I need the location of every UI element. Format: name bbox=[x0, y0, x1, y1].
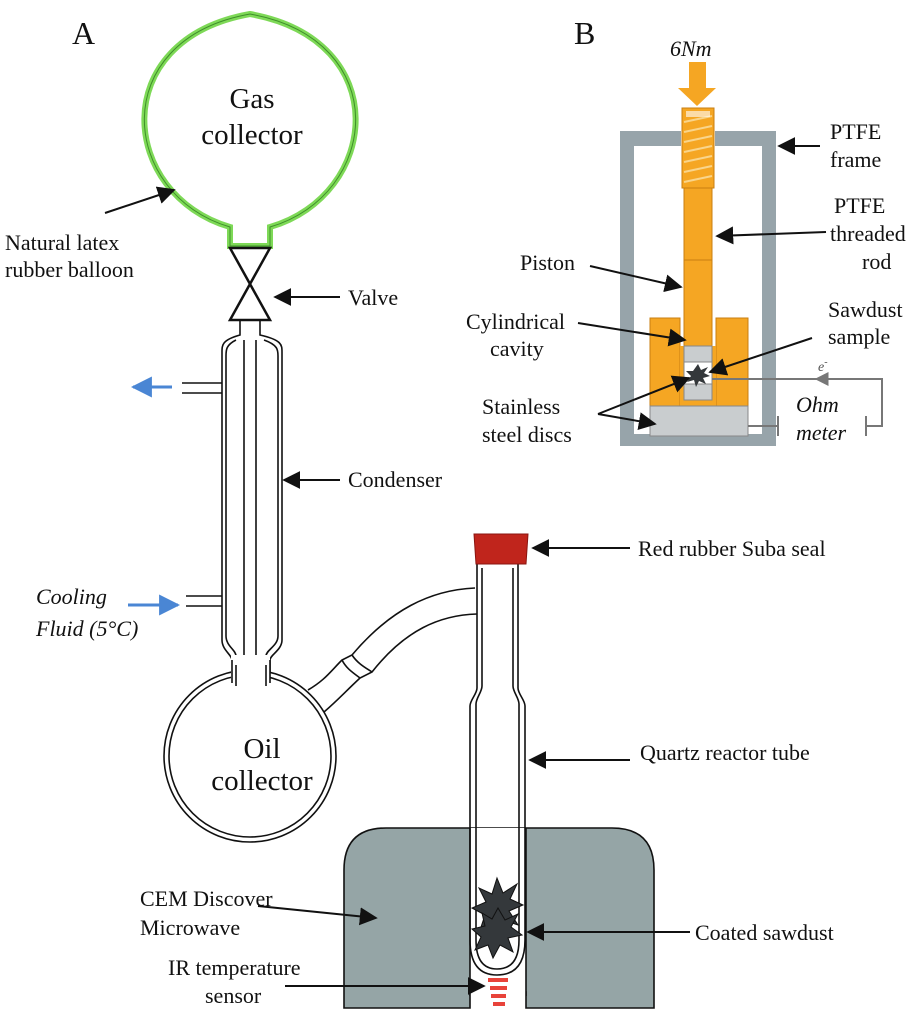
cavity-label-2: cavity bbox=[490, 336, 544, 361]
condenser bbox=[182, 320, 283, 680]
ohm-meter-circuit bbox=[712, 372, 883, 436]
gas-collector-label-1: Gas bbox=[229, 83, 274, 115]
ir-sensor bbox=[488, 978, 508, 1006]
torque-arrow bbox=[678, 62, 716, 106]
suba-seal bbox=[473, 533, 529, 565]
piston-arrow bbox=[589, 265, 683, 293]
coated-sawdust-label: Coated sawdust bbox=[695, 920, 834, 945]
ir-sensor-label-2: sensor bbox=[205, 983, 262, 1008]
cavity-arrow bbox=[577, 322, 687, 347]
microwave-label-2: Microwave bbox=[140, 915, 240, 940]
electron-label: e- bbox=[818, 357, 828, 375]
oil-collector-flask bbox=[163, 655, 337, 843]
sample-label-2: sample bbox=[828, 324, 890, 349]
suba-seal-label: Red rubber Suba seal bbox=[638, 536, 826, 561]
quartz-reactor-tube bbox=[469, 564, 526, 976]
frame-label-1: PTFE bbox=[830, 119, 881, 144]
cooling-fluid-label-1: Cooling bbox=[36, 584, 107, 609]
microwave-arrow bbox=[257, 905, 378, 926]
balloon-arrow bbox=[104, 186, 176, 214]
discs-arrow-lower bbox=[597, 412, 657, 431]
ptfe-threaded-rod bbox=[681, 107, 715, 261]
cooling-fluid-label-2: Fluid (5°C) bbox=[35, 616, 138, 641]
microwave-label-1: CEM Discover bbox=[140, 886, 273, 911]
ohm-meter-label-2: meter bbox=[796, 420, 847, 445]
cavity-label-1: Cylindrical bbox=[466, 309, 565, 334]
balloon-label-1: Natural latex bbox=[5, 230, 119, 255]
discs-label-1: Stainless bbox=[482, 394, 560, 419]
oil-collector-label-1: Oil bbox=[243, 733, 280, 765]
balloon bbox=[141, 10, 359, 249]
rod-arrow bbox=[715, 226, 827, 245]
rod-label-2: threaded bbox=[830, 221, 906, 246]
oil-collector-label-2: collector bbox=[211, 765, 313, 797]
sample-label-1: Sawdust bbox=[828, 297, 903, 322]
frame-label-2: frame bbox=[830, 147, 881, 172]
side-arm bbox=[307, 587, 478, 713]
valve-label: Valve bbox=[348, 285, 398, 310]
ohm-meter-label-1: Ohm bbox=[796, 392, 839, 417]
discs-label-2: steel discs bbox=[482, 422, 572, 447]
torque-label: 6Nm bbox=[670, 36, 712, 61]
discs-arrow-upper bbox=[597, 375, 691, 415]
rod-label-3: rod bbox=[862, 249, 891, 274]
condenser-label: Condenser bbox=[348, 467, 443, 492]
coated-sawdust bbox=[470, 876, 525, 960]
sample-arrow bbox=[708, 337, 813, 376]
panel-label-b: B bbox=[574, 15, 595, 51]
sawdust-sample bbox=[686, 364, 710, 387]
ir-sensor-label-1: IR temperature bbox=[168, 955, 301, 980]
panel-label-a: A bbox=[72, 15, 95, 51]
piston-label: Piston bbox=[520, 250, 575, 275]
valve bbox=[227, 246, 273, 322]
quartz-tube-label: Quartz reactor tube bbox=[640, 740, 810, 765]
balloon-label-2: rubber balloon bbox=[5, 257, 134, 282]
rod-label-1: PTFE bbox=[834, 193, 885, 218]
piston bbox=[683, 259, 713, 347]
steel-disc bbox=[649, 405, 749, 437]
gas-collector-label-2: collector bbox=[201, 119, 303, 151]
